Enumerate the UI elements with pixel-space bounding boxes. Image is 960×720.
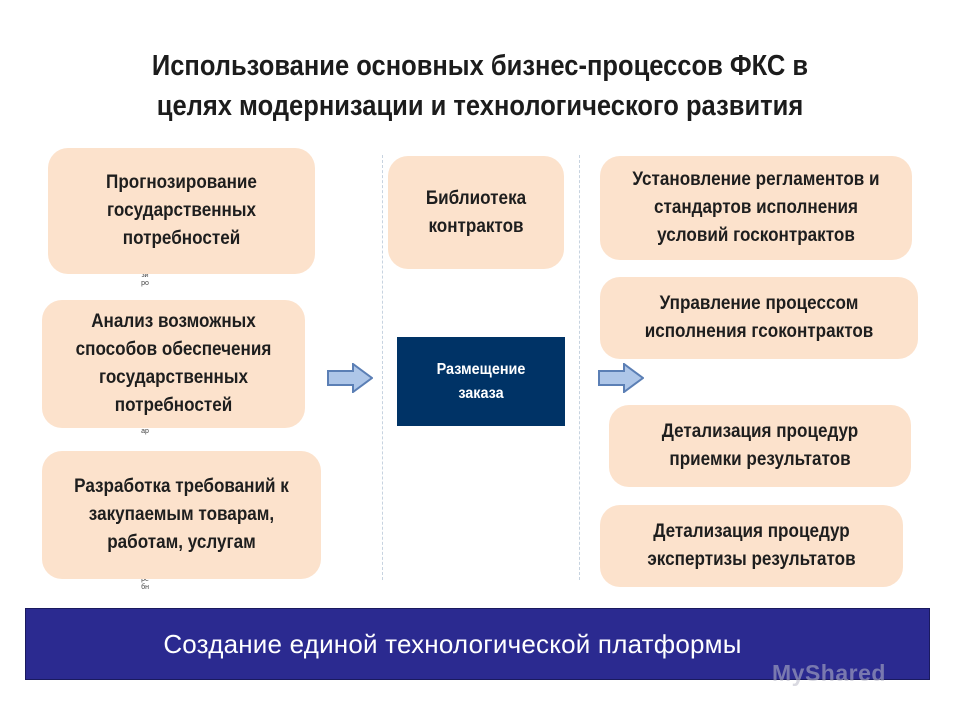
slide-title-line-1: Использование основных бизнес-процессов …: [151, 50, 809, 82]
box-analysis: Анализ возможных способов обеспечения го…: [42, 300, 305, 428]
box-order-placement: Размещение заказа: [397, 337, 565, 426]
box-acceptance-procedures-text: Детализация процедур приемки результатов: [661, 421, 859, 470]
box-order-placement-text: Размещение заказа: [436, 360, 526, 402]
box-execution-management-text: Управление процессом исполнения гсоконтр…: [644, 293, 874, 342]
column-divider: [579, 155, 580, 580]
box-expertise-procedures-text: Детализация процедур экспертизы результа…: [647, 521, 856, 570]
box-contract-library: Библиотека контрактов: [388, 156, 564, 269]
box-requirements-text: Разработка требований к закупаемым товар…: [74, 476, 289, 553]
box-execution-management: Управление процессом исполнения гсоконтр…: [600, 277, 918, 359]
box-forecasting: Прогнозирование государственных потребно…: [48, 148, 315, 274]
box-regulations-text: Установление регламентов и стандартов ис…: [632, 169, 880, 246]
vertical-text-fragment: зиро: [141, 272, 149, 287]
box-contract-library-text: Библиотека контрактов: [425, 187, 527, 237]
right-arrow-icon: [598, 363, 644, 393]
column-divider: [382, 155, 383, 580]
slide-title-line-2: целях модернизации и технологического ра…: [156, 90, 804, 122]
vertical-text-fragment: ребн: [141, 576, 149, 591]
box-expertise-procedures: Детализация процедур экспертизы результа…: [600, 505, 903, 587]
platform-banner: Создание единой технологической платформ…: [25, 608, 930, 680]
box-analysis-text: Анализ возможных способов обеспечения го…: [75, 311, 272, 416]
box-forecasting-text: Прогнозирование государственных потребно…: [106, 172, 257, 249]
right-arrow-icon: [327, 363, 373, 393]
box-regulations: Установление регламентов и стандартов ис…: [600, 156, 912, 260]
box-requirements: Разработка требований к закупаемым товар…: [42, 451, 321, 579]
slide-title: Использование основных бизнес-процессов …: [93, 46, 867, 126]
box-acceptance-procedures: Детализация процедур приемки результатов: [609, 405, 911, 487]
watermark-logo: MyShared: [772, 660, 886, 686]
platform-banner-text: Создание единой технологической платформ…: [163, 628, 742, 659]
vertical-text-fragment: ар: [141, 428, 149, 435]
